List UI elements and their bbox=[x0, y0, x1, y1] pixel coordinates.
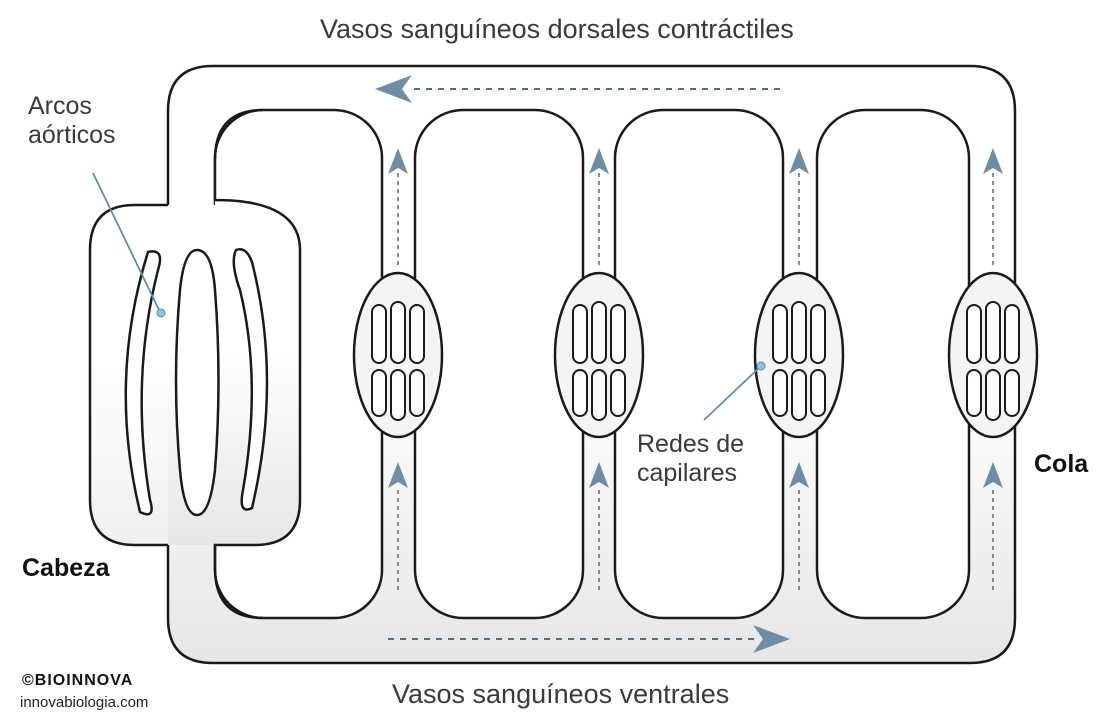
dorsal-vessels-label: Vasos sanguíneos dorsales contráctiles bbox=[320, 14, 794, 44]
aortic-chamber-outline bbox=[213, 108, 302, 620]
aortic-arch-1 bbox=[124, 250, 162, 516]
capillaries-pointer-dot bbox=[756, 361, 766, 371]
website-credit: innovabiologia.com bbox=[20, 694, 149, 711]
ventral-arrow-head bbox=[753, 625, 790, 653]
capillaries-label-line2: capilares bbox=[637, 459, 738, 487]
dorsal-arrow-head bbox=[375, 75, 412, 103]
capillary-network-3 bbox=[753, 271, 845, 439]
brand-credit: ©BIOINNOVA bbox=[22, 672, 134, 689]
capillaries-label: Redes de capilares bbox=[637, 430, 744, 488]
aortic-arch-2 bbox=[174, 248, 220, 517]
capillary-network-1 bbox=[352, 271, 444, 439]
capillaries-label-line1: Redes de bbox=[637, 430, 745, 458]
capillaries-pointer bbox=[703, 366, 761, 421]
capillary-network-4 bbox=[947, 271, 1039, 439]
vessel-network bbox=[88, 64, 1039, 665]
aortic-arches-label-line1: Arcos bbox=[28, 92, 92, 120]
ventral-vessels-label: Vasos sanguíneos ventrales bbox=[392, 679, 730, 709]
aortic-arches-label: Arcos aórticos bbox=[28, 92, 116, 150]
upward-arrows-lower bbox=[388, 462, 1003, 590]
callout-pointers bbox=[92, 172, 766, 421]
tail-label: Cola bbox=[1034, 450, 1089, 478]
aortic-arches-pointer-dot bbox=[156, 308, 166, 318]
head-label: Cabeza bbox=[22, 554, 110, 582]
aortic-arches-pointer bbox=[92, 172, 161, 313]
capillary-network-2 bbox=[553, 271, 645, 439]
aortic-arches-label-line2: aórticos bbox=[28, 121, 116, 149]
upward-arrows-upper bbox=[388, 148, 1003, 265]
aortic-arch-3 bbox=[232, 248, 269, 511]
flow-arrows bbox=[375, 75, 1003, 653]
